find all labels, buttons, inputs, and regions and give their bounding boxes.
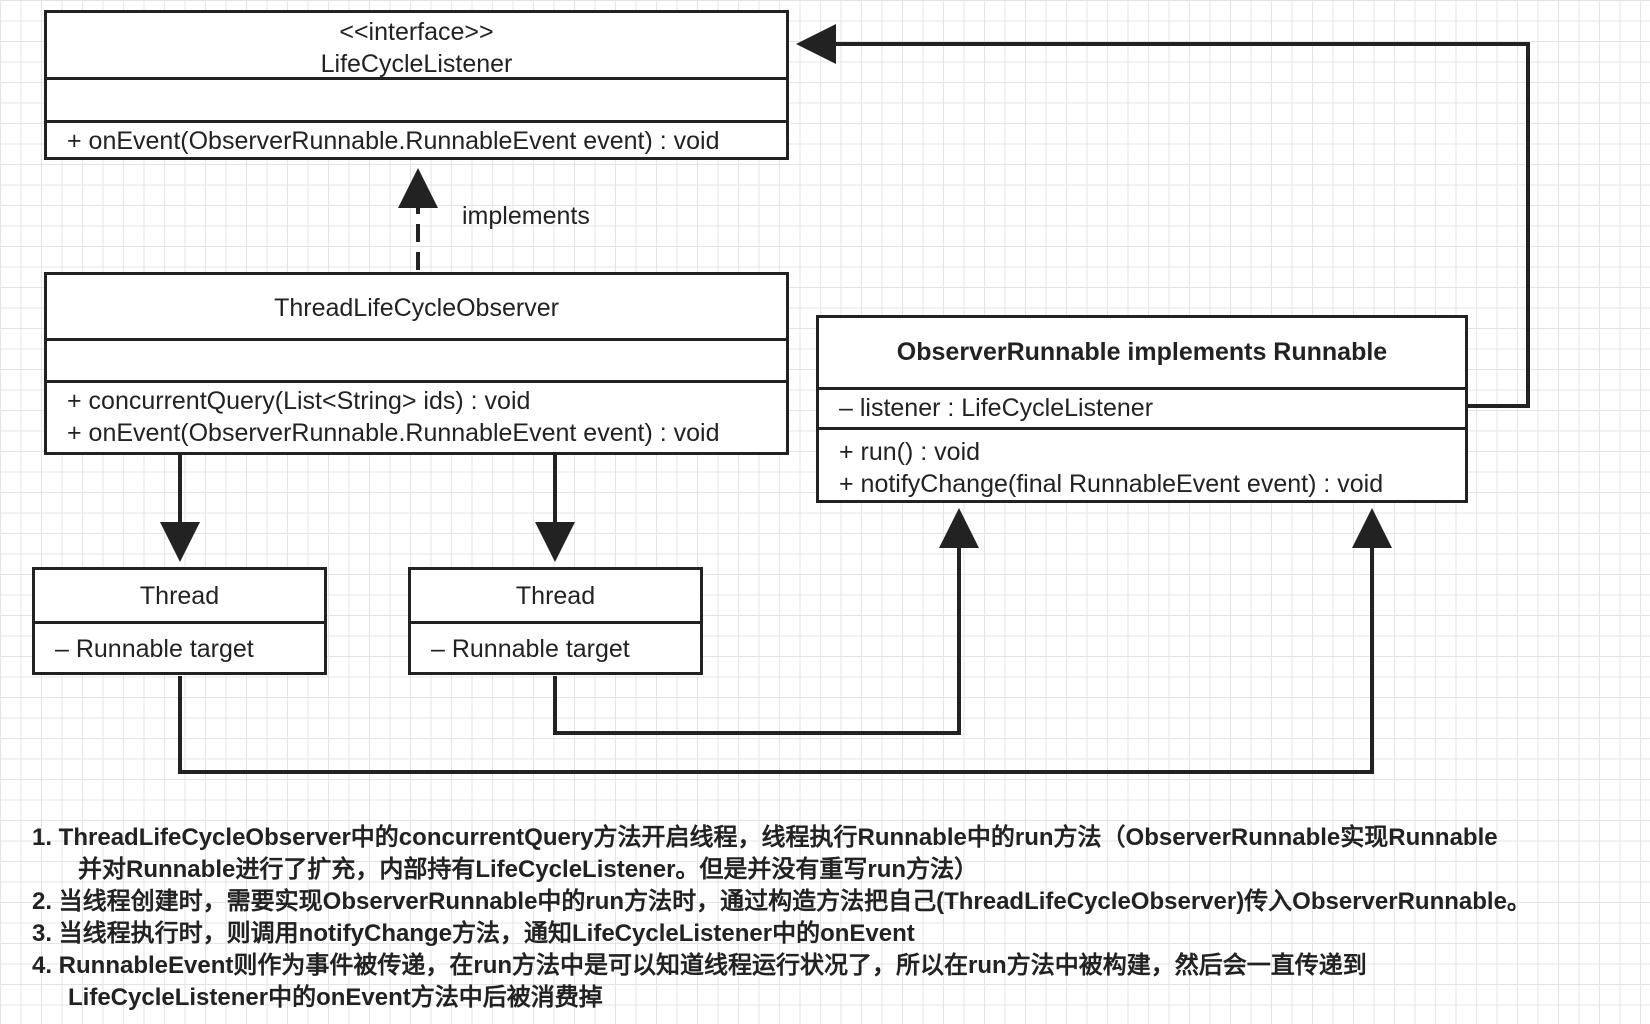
methods-section: + onEvent(ObserverRunnable.RunnableEvent… — [47, 123, 786, 157]
fields-section: – Runnable target — [411, 624, 700, 665]
class-name: Thread — [515, 582, 596, 610]
implements-label: implements — [462, 202, 590, 230]
fields-section — [47, 80, 786, 123]
thread2-to-runnable-line — [553, 508, 979, 735]
class-name: LifeCycleListener — [320, 50, 513, 78]
note-1-line-1: 1. ThreadLifeCycleObserver中的concurrentQu… — [32, 824, 1498, 851]
stereotype-label: <<interface>> — [339, 18, 494, 46]
methods-section: + concurrentQuery(List<String> ids) : vo… — [47, 383, 786, 449]
field-row: – listener : LifeCycleListener — [839, 394, 1154, 422]
note-1-line-2: 并对Runnable进行了扩充，内部持有LifeCycleListener。但是… — [78, 856, 979, 883]
class-name: Thread — [139, 582, 220, 610]
class-header: ObserverRunnable implements Runnable — [819, 318, 1465, 390]
method-row: + onEvent(ObserverRunnable.RunnableEvent… — [67, 419, 720, 447]
method-row: + run() : void — [839, 438, 981, 466]
thread1-to-runnable-line — [178, 508, 1392, 774]
class-header: Thread — [411, 570, 700, 624]
note-4-line-2: LifeCycleListener中的onEvent方法中后被消费掉 — [68, 984, 603, 1011]
observer-runnable-class: ObserverRunnable implements Runnable – l… — [816, 315, 1468, 503]
class-name: ThreadLifeCycleObserver — [274, 294, 559, 322]
thread-class-2: Thread – Runnable target — [408, 567, 703, 675]
thread-class-1: Thread – Runnable target — [32, 567, 327, 675]
fields-section: – listener : LifeCycleListener — [819, 390, 1465, 430]
class-header: Thread — [35, 570, 324, 624]
fields-section: – Runnable target — [35, 624, 324, 665]
note-4-line-1: 4. RunnableEvent则作为事件被传递，在run方法中是可以知道线程运… — [32, 952, 1367, 979]
field-row: – Runnable target — [55, 635, 254, 663]
methods-section: + run() : void + notifyChange(final Runn… — [819, 430, 1465, 500]
thread-lifecycle-observer-class: ThreadLifeCycleObserver + concurrentQuer… — [44, 272, 789, 455]
class-header: <<interface>> LifeCycleListener — [47, 13, 786, 80]
fields-section — [47, 341, 786, 383]
method-row: + concurrentQuery(List<String> ids) : vo… — [67, 387, 531, 415]
lifecycle-listener-class: <<interface>> LifeCycleListener + onEven… — [44, 10, 789, 160]
class-name: ObserverRunnable implements Runnable — [896, 338, 1388, 366]
method-row: + notifyChange(final RunnableEvent event… — [839, 470, 1384, 498]
note-2: 2. 当线程创建时，需要实现ObserverRunnable中的run方法时，通… — [32, 888, 1531, 915]
note-3: 3. 当线程执行时，则调用notifyChange方法，通知LifeCycleL… — [32, 920, 915, 947]
class-header: ThreadLifeCycleObserver — [47, 275, 786, 341]
method-row: + onEvent(ObserverRunnable.RunnableEvent… — [67, 127, 720, 155]
listener-association-line — [796, 24, 1530, 408]
notes-block: 1. ThreadLifeCycleObserver中的concurrentQu… — [32, 822, 1632, 1014]
field-row: – Runnable target — [431, 635, 630, 663]
